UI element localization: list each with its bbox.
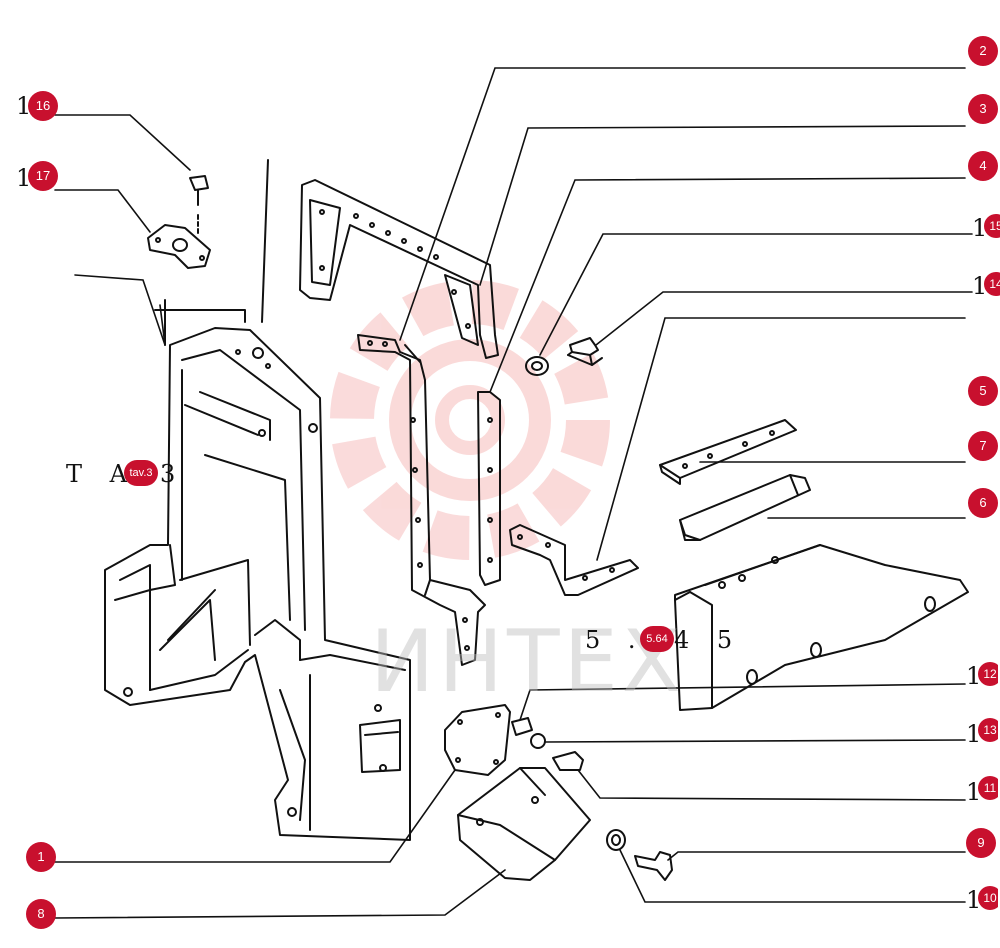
callout-14[interactable]: 14 bbox=[984, 272, 1000, 296]
washer-13 bbox=[530, 733, 546, 749]
callout-16-prefix: 1 bbox=[16, 92, 32, 120]
part-6-rubber-strip bbox=[679, 474, 811, 541]
callout-16[interactable]: 16 bbox=[28, 91, 58, 121]
callout-14-prefix: 1 bbox=[972, 272, 988, 300]
callout-13-prefix: 1 bbox=[966, 720, 982, 748]
right-reference-badge[interactable]: 5.64 bbox=[640, 626, 674, 652]
flange-17 bbox=[147, 224, 211, 269]
callout-13[interactable]: 13 bbox=[978, 718, 998, 742]
callout-8[interactable]: 8 bbox=[26, 899, 56, 929]
watermark-gear-logo bbox=[330, 280, 610, 560]
washer-15 bbox=[525, 356, 549, 376]
screw-11 bbox=[552, 751, 584, 771]
callout-2[interactable]: 2 bbox=[968, 36, 998, 66]
callout-9[interactable]: 9 bbox=[966, 828, 996, 858]
callout-10-prefix: 1 bbox=[966, 886, 982, 914]
left-reference-suffix: 3 bbox=[160, 460, 186, 488]
callout-7[interactable]: 7 bbox=[968, 431, 998, 461]
leader-lines bbox=[54, 67, 973, 919]
part-3-flat-plate bbox=[299, 179, 499, 359]
part-5-bent-bracket bbox=[509, 524, 639, 596]
callout-4[interactable]: 4 bbox=[968, 151, 998, 181]
left-reference-badge[interactable]: tav.3 bbox=[124, 460, 158, 486]
callout-17[interactable]: 17 bbox=[28, 161, 58, 191]
callout-15-prefix: 1 bbox=[972, 214, 988, 242]
screw-9 bbox=[634, 851, 673, 881]
left-reference-prefix: T A bbox=[66, 460, 137, 488]
callout-11[interactable]: 11 bbox=[978, 776, 998, 800]
callout-17-prefix: 1 bbox=[16, 164, 32, 192]
callout-5[interactable]: 5 bbox=[968, 376, 998, 406]
right-reference-prefix: 5 . bbox=[585, 626, 646, 654]
bolt-16 bbox=[189, 175, 209, 236]
part-7-flat-bar bbox=[659, 419, 797, 485]
screw-14 bbox=[567, 337, 603, 366]
callout-6[interactable]: 6 bbox=[968, 488, 998, 518]
callout-3[interactable]: 3 bbox=[968, 94, 998, 124]
nut-12 bbox=[511, 717, 533, 736]
callout-12-prefix: 1 bbox=[966, 662, 982, 690]
right-reference-suffix: 4 5 bbox=[674, 626, 743, 654]
callout-10[interactable]: 10 bbox=[978, 886, 998, 910]
long-side-housing bbox=[674, 544, 969, 711]
callout-1[interactable]: 1 bbox=[26, 842, 56, 872]
part-8-angle-bracket bbox=[457, 767, 591, 881]
watermark-text: ИНТЕХ bbox=[370, 612, 685, 712]
part-1-main-frame bbox=[104, 159, 411, 841]
callout-12[interactable]: 12 bbox=[978, 662, 998, 686]
part-2-long-gasket bbox=[357, 334, 486, 666]
cover-plate bbox=[444, 704, 511, 776]
washer-10 bbox=[606, 829, 626, 851]
callout-15[interactable]: 15 bbox=[984, 214, 1000, 238]
callout-11-prefix: 1 bbox=[966, 778, 982, 806]
